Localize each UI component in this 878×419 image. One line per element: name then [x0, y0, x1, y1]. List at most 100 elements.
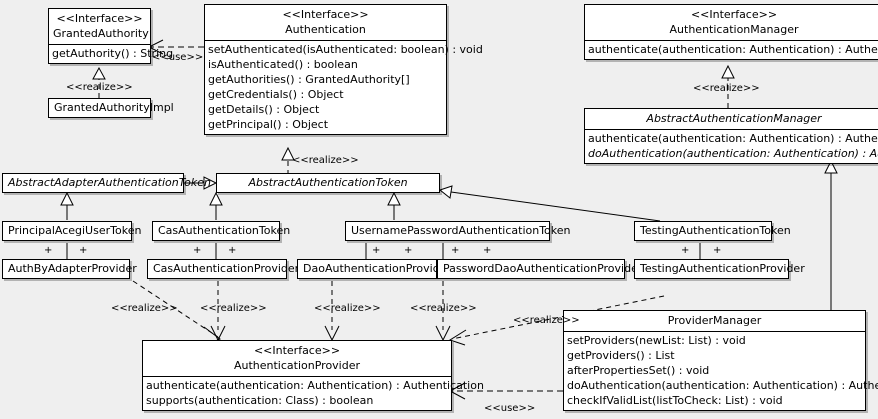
class-header: <<Interface>> Authentication: [205, 5, 446, 41]
operation: checkIfValidList(listToCheck: List) : vo…: [567, 394, 783, 407]
multiplicity-plus: +: [404, 245, 413, 256]
class-name: Authentication: [285, 23, 366, 36]
operation: doAuthentication(authentication: Authent…: [567, 379, 878, 392]
class-header: AbstractAuthenticationManager: [585, 109, 878, 130]
label-realize-auth-by-adapter: <<realize>>: [111, 303, 178, 314]
class-provider-manager[interactable]: ProviderManager setProviders(newList: Li…: [563, 310, 878, 411]
operations-compartment: authenticate(authentication: Authenticat…: [143, 377, 484, 410]
multiplicity-plus: +: [372, 245, 381, 256]
label-realize-cas-provider: <<realize>>: [200, 303, 267, 314]
class-name: ProviderManager: [667, 314, 762, 327]
multiplicity-plus: +: [713, 245, 722, 256]
operation: supports(authentication: Class) : boolea…: [146, 394, 374, 407]
label-realize-abstract-auth-manager: <<realize>>: [693, 83, 760, 94]
operation-abstract: doAuthentication(authentication: Authent…: [588, 147, 878, 160]
multiplicity-plus: +: [228, 245, 237, 256]
operation: setProviders(newList: List) : void: [567, 334, 746, 347]
stereotype-interface: <<Interface>>: [56, 12, 143, 25]
label-realize-abstract-auth-token: <<realize>>: [292, 155, 359, 166]
class-header: AbstractAdapterAuthenticationToken: [3, 174, 211, 192]
class-granted-authority-impl[interactable]: GrantedAuthorityImpl: [48, 98, 174, 118]
class-name: CasAuthenticationToken: [158, 224, 291, 237]
multiplicity-plus: +: [193, 245, 202, 256]
class-name: TestingAuthenticationProvider: [640, 262, 805, 275]
operations-compartment: authenticate(authentication: Authenticat…: [585, 130, 878, 163]
class-cas-authentication-provider[interactable]: CasAuthenticationProvider: [147, 259, 300, 279]
class-testing-authentication-token[interactable]: TestingAuthenticationToken: [634, 221, 791, 241]
label-realize-provider-manager: <<realize>>: [513, 315, 580, 326]
class-authentication-manager[interactable]: <<Interface>> AuthenticationManager auth…: [584, 4, 878, 60]
class-header: GrantedAuthorityImpl: [49, 99, 174, 117]
multiplicity-plus: +: [451, 245, 460, 256]
operation: getAuthority() : String: [52, 47, 174, 60]
operation: isAuthenticated() : boolean: [208, 58, 358, 71]
operations-compartment: getAuthority() : String: [49, 45, 174, 63]
class-authentication[interactable]: <<Interface>> Authentication setAuthenti…: [204, 4, 483, 135]
multiplicity-plus: +: [681, 245, 690, 256]
operation: getPrincipal() : Object: [208, 118, 329, 131]
class-username-password-authentication-token[interactable]: UsernamePasswordAuthenticationToken: [345, 221, 571, 241]
label-use-granted-authority: <<use>>: [152, 52, 204, 63]
class-cas-authentication-token[interactable]: CasAuthenticationToken: [152, 221, 291, 241]
class-name: UsernamePasswordAuthenticationToken: [351, 224, 571, 237]
class-header: PasswordDaoAuthenticationProvider: [438, 260, 643, 278]
stereotype-interface: <<Interface>>: [282, 8, 369, 21]
class-name: AuthenticationManager: [669, 23, 799, 36]
class-abstract-authentication-manager[interactable]: AbstractAuthenticationManager authentica…: [584, 108, 878, 164]
multiplicity-plus: +: [483, 245, 492, 256]
class-name: TestingAuthenticationToken: [640, 224, 791, 237]
operation: getAuthorities() : GrantedAuthority[]: [208, 73, 410, 86]
class-header: DaoAuthenticationProvider: [298, 260, 451, 278]
class-password-dao-authentication-provider[interactable]: PasswordDaoAuthenticationProvider: [437, 259, 643, 279]
class-name: PasswordDaoAuthenticationProvider: [443, 262, 643, 275]
class-header: AuthByAdapterProvider: [3, 260, 137, 278]
class-header: <<Interface>> AuthenticationManager: [585, 5, 878, 41]
class-name: CasAuthenticationProvider: [153, 262, 300, 275]
class-testing-authentication-provider[interactable]: TestingAuthenticationProvider: [634, 259, 805, 279]
class-name: GrantedAuthorityImpl: [54, 101, 174, 114]
multiplicity-plus: +: [79, 245, 88, 256]
class-name: PrincipalAcegiUserToken: [8, 224, 142, 237]
class-abstract-authentication-token[interactable]: AbstractAuthenticationToken: [216, 173, 440, 193]
class-principal-acegi-user-token[interactable]: PrincipalAcegiUserToken: [2, 221, 142, 241]
operations-compartment: authenticate(authentication: Authenticat…: [585, 41, 878, 59]
class-name: AbstractAuthenticationManager: [646, 112, 822, 125]
class-name: GrantedAuthority: [53, 27, 149, 40]
class-name: AbstractAdapterAuthenticationToken: [8, 176, 211, 189]
operation: getCredentials() : Object: [208, 88, 344, 101]
operations-compartment: setAuthenticated(isAuthenticated: boolea…: [205, 41, 483, 134]
operation: getProviders() : List: [567, 349, 675, 362]
class-header: TestingAuthenticationProvider: [635, 260, 805, 278]
class-dao-authentication-provider[interactable]: DaoAuthenticationProvider: [297, 259, 451, 279]
label-use-provider-manager: <<use>>: [484, 403, 536, 414]
class-header: UsernamePasswordAuthenticationToken: [346, 222, 571, 240]
class-header: CasAuthenticationProvider: [148, 260, 300, 278]
class-name: AbstractAuthenticationToken: [248, 176, 408, 189]
label-realize-granted-authority-impl: <<realize>>: [66, 82, 133, 93]
operation: authenticate(authentication: Authenticat…: [588, 43, 878, 56]
class-header: <<Interface>> GrantedAuthority: [49, 9, 150, 45]
class-name: AuthByAdapterProvider: [8, 262, 137, 275]
class-header: ProviderManager: [564, 311, 865, 332]
class-name: AuthenticationProvider: [233, 359, 361, 372]
stereotype-interface: <<Interface>>: [253, 344, 341, 357]
class-header: AbstractAuthenticationToken: [217, 174, 439, 192]
operation: setAuthenticated(isAuthenticated: boolea…: [208, 43, 483, 56]
class-auth-by-adapter-provider[interactable]: AuthByAdapterProvider: [2, 259, 137, 279]
class-abstract-adapter-authentication-token[interactable]: AbstractAdapterAuthenticationToken: [2, 173, 211, 193]
label-realize-password-dao-provider: <<realize>>: [410, 303, 477, 314]
class-authentication-provider[interactable]: <<Interface>> AuthenticationProvider aut…: [142, 340, 484, 411]
class-header: <<Interface>> AuthenticationProvider: [143, 341, 451, 377]
operation: afterPropertiesSet() : void: [567, 364, 710, 377]
class-granted-authority[interactable]: <<Interface>> GrantedAuthority getAuthor…: [48, 8, 174, 64]
class-header: CasAuthenticationToken: [153, 222, 291, 240]
multiplicity-plus: +: [44, 245, 53, 256]
operations-compartment: setProviders(newList: List) : void getPr…: [564, 332, 878, 410]
operation: getDetails() : Object: [208, 103, 320, 116]
operation: authenticate(authentication: Authenticat…: [588, 132, 878, 145]
operation: authenticate(authentication: Authenticat…: [146, 379, 484, 392]
class-header: TestingAuthenticationToken: [635, 222, 791, 240]
label-realize-dao-provider: <<realize>>: [314, 303, 381, 314]
stereotype-interface: <<Interface>>: [690, 8, 778, 21]
